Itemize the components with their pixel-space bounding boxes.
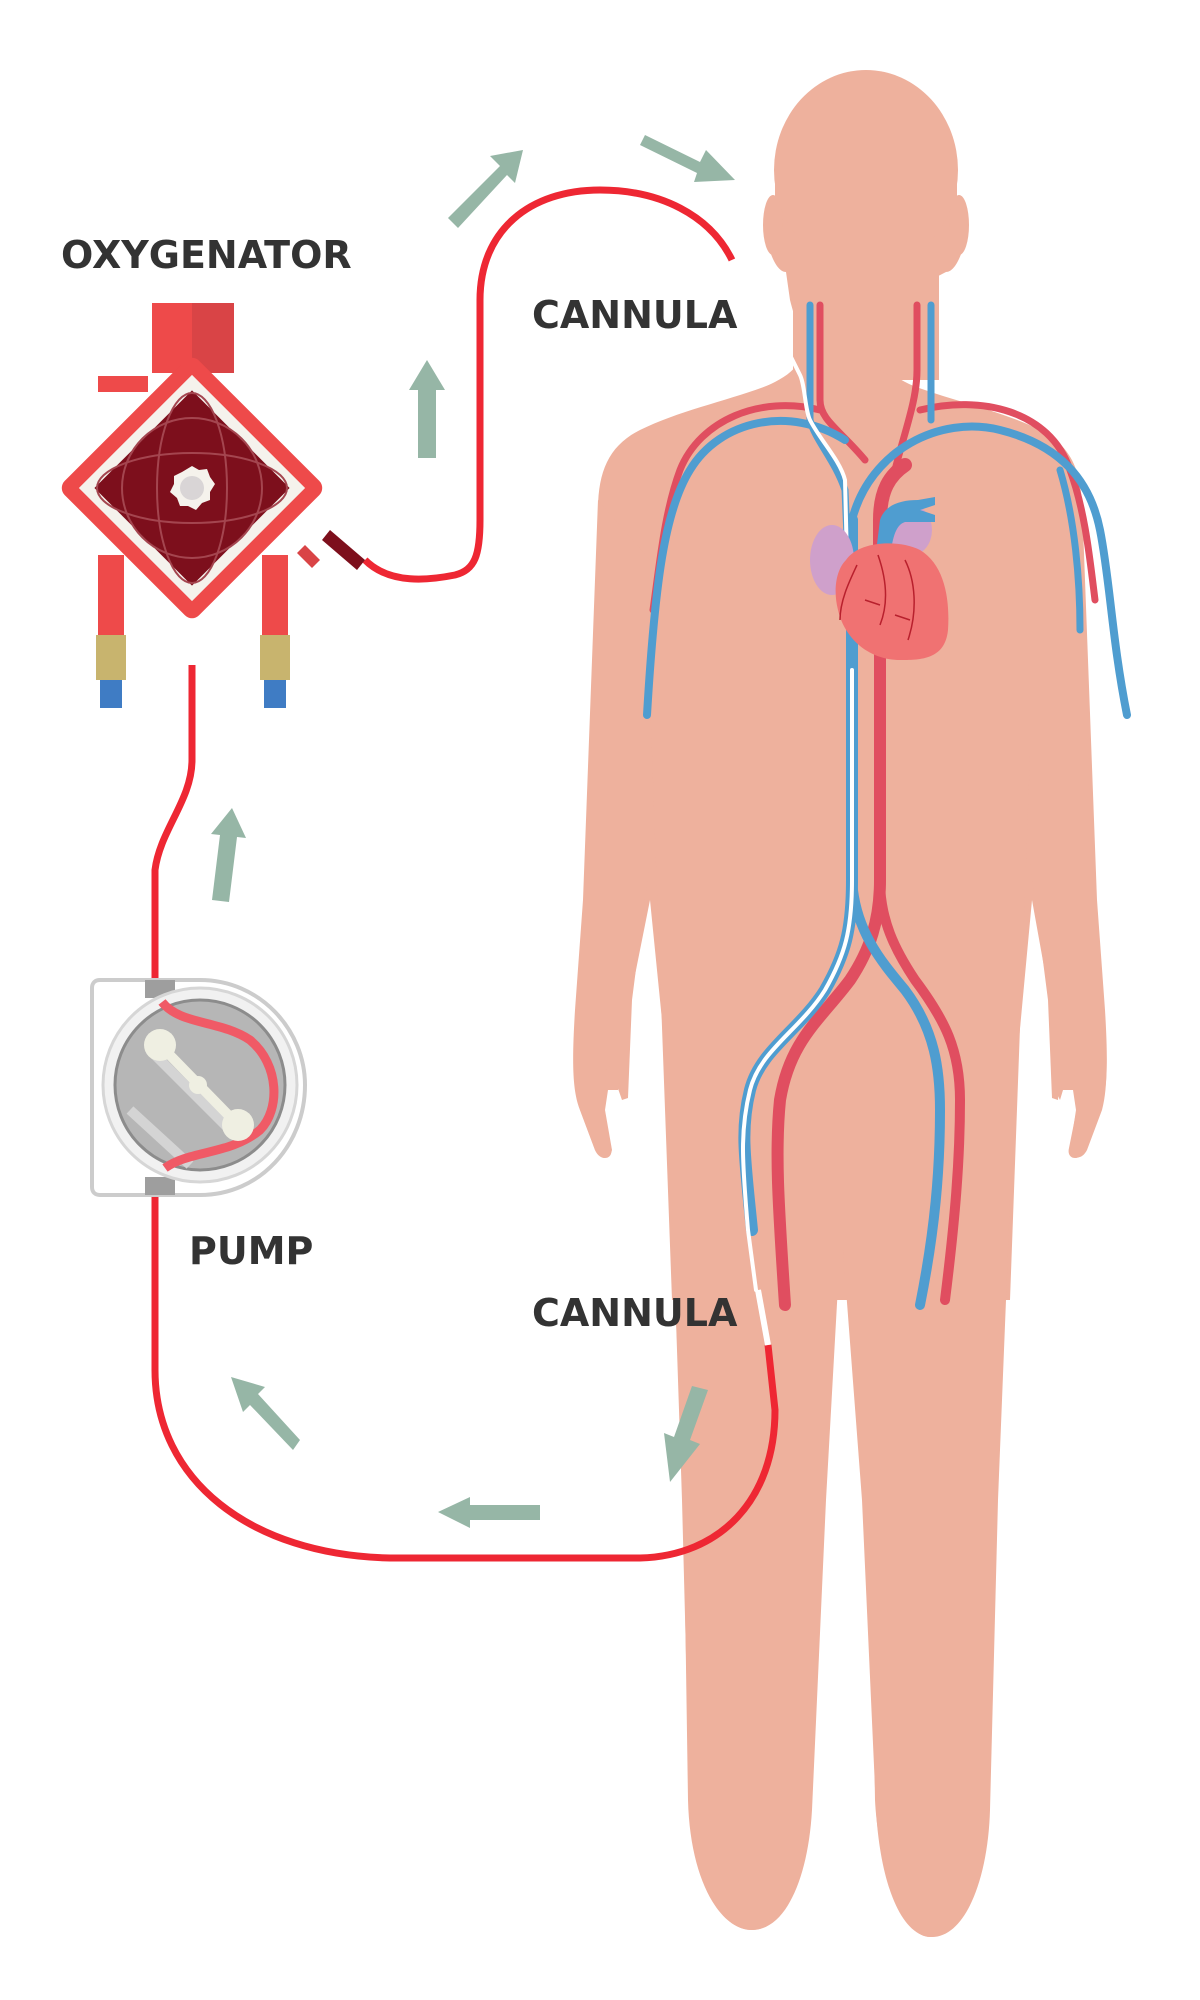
femoral-drain-line [151, 1180, 779, 1562]
leg-left [672, 1200, 840, 1930]
arrow-down-left-femoral [664, 1386, 708, 1482]
ear-right [949, 195, 969, 255]
leg-right [843, 1200, 1010, 1937]
connector-right [260, 635, 290, 680]
vein-arm-left [643, 416, 849, 719]
arrow-up-right-top [448, 150, 523, 228]
vein-leg-right [847, 875, 946, 1310]
vein-subclavian-right [848, 422, 1131, 719]
pump-label: PUMP [189, 1229, 313, 1273]
pump-tube-guide-bottom [145, 1177, 175, 1195]
oxygenator-grid [96, 392, 288, 584]
connector-left [96, 635, 126, 680]
coronary-vessels [839, 554, 915, 641]
cannula-wire-neck [788, 353, 849, 562]
artery-neck-left [816, 301, 869, 464]
arrow-left [438, 1497, 540, 1528]
artery-leg-right [875, 875, 966, 1305]
return-line [362, 186, 736, 583]
cannula-top-label: CANNULA [532, 293, 738, 337]
oxygenator-outlet [322, 530, 365, 570]
heart [810, 497, 949, 660]
ecmo-tubing [151, 186, 779, 1562]
ventricles [835, 543, 949, 660]
oxygenator: OXYGENATOR [61, 233, 365, 708]
ear-left [763, 195, 783, 255]
arrow-up-left-pump [231, 1377, 300, 1450]
oxy-to-pump-line [151, 665, 196, 985]
artery-neck-right [891, 301, 921, 474]
pump-tubing [158, 998, 279, 1172]
head [774, 70, 958, 270]
pump-roller-bottom [222, 1109, 254, 1141]
aortic-arch [873, 458, 912, 607]
pump-roller-top [144, 1029, 176, 1061]
oxygenator-side-port [98, 376, 148, 392]
pump-roller-hub [189, 1076, 207, 1094]
arrow-down-right-top [640, 135, 735, 182]
cannula-wire-femoral [741, 668, 854, 1292]
patient-body [573, 70, 1107, 1937]
cannula-tip-neck [729, 258, 741, 277]
arm-right [1030, 500, 1107, 1159]
oxygenator-leg-left [98, 555, 124, 635]
arrow-up-return [409, 360, 445, 458]
vein-arm-right-inner [1056, 466, 1084, 634]
oxygenator-label: OXYGENATOR [61, 233, 352, 277]
vessels [643, 301, 1131, 1311]
flow-arrows [211, 135, 735, 1528]
cannula-bottom-label: CANNULA [532, 1291, 738, 1335]
hose-left-blue [100, 680, 122, 708]
oxygenator-outlet-nub [297, 545, 320, 568]
oxygenator-cap-center [180, 476, 204, 500]
arm-left [573, 500, 650, 1159]
pump: PUMP [90, 978, 313, 1273]
cannula-tip-femoral [755, 1289, 771, 1346]
arrow-up-oxy [211, 808, 246, 902]
hose-right-blue [264, 680, 286, 708]
oxygenator-leg-right [262, 555, 288, 635]
